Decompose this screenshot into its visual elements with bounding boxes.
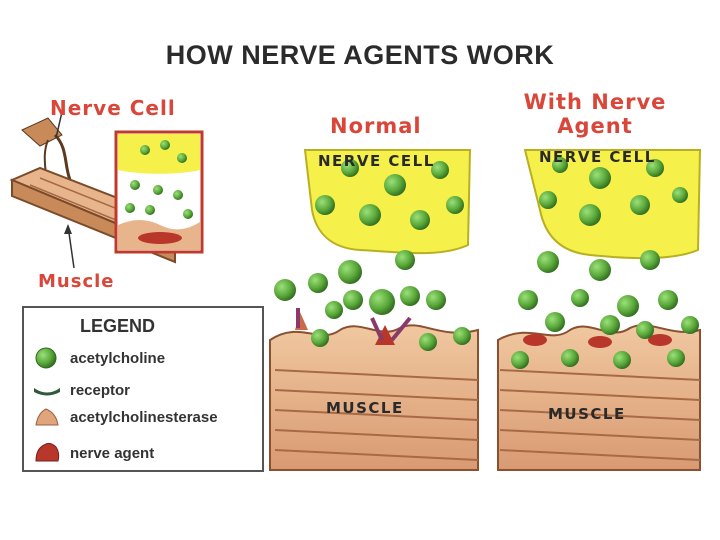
inset-nerve-arrow xyxy=(55,111,63,139)
legend: LEGEND acetylcholine receptor acetylchol… xyxy=(22,306,264,472)
legend-title: LEGEND xyxy=(80,316,156,336)
inset-zoom-box xyxy=(114,130,204,254)
page-title: HOW NERVE AGENTS WORK xyxy=(165,40,555,70)
agent-muscle-label: MUSCLE xyxy=(548,405,626,423)
acetylcholinesterase-icon xyxy=(35,408,59,426)
agent-nerve-cell xyxy=(523,149,702,260)
nerve-agent-icon xyxy=(35,442,60,462)
legend-label-receptor: receptor xyxy=(70,382,131,399)
legend-label-acetylcholine: acetylcholine xyxy=(70,350,166,367)
receptor-icon xyxy=(34,388,60,396)
legend-label-nerve-agent: nerve agent xyxy=(70,445,155,462)
legend-label-acetylcholinesterase: acetylcholinesterase xyxy=(70,409,218,426)
agent-heading: With Nerve Agent xyxy=(523,90,667,138)
agent-nerve-cell-label: NERVE CELL xyxy=(539,148,656,166)
acetylcholine-icon xyxy=(35,347,57,369)
normal-muscle-label: MUSCLE xyxy=(326,399,404,417)
inset-nerve-cell-label: Nerve Cell xyxy=(50,96,176,120)
agent-acetylcholine-group xyxy=(511,157,699,369)
normal-acetylcholine-group xyxy=(274,159,471,351)
normal-nerve-cell-label: NERVE CELL xyxy=(318,152,435,170)
agent-panel xyxy=(497,149,702,471)
normal-heading: Normal xyxy=(330,114,422,138)
inset-muscle-label: Muscle xyxy=(38,271,115,292)
